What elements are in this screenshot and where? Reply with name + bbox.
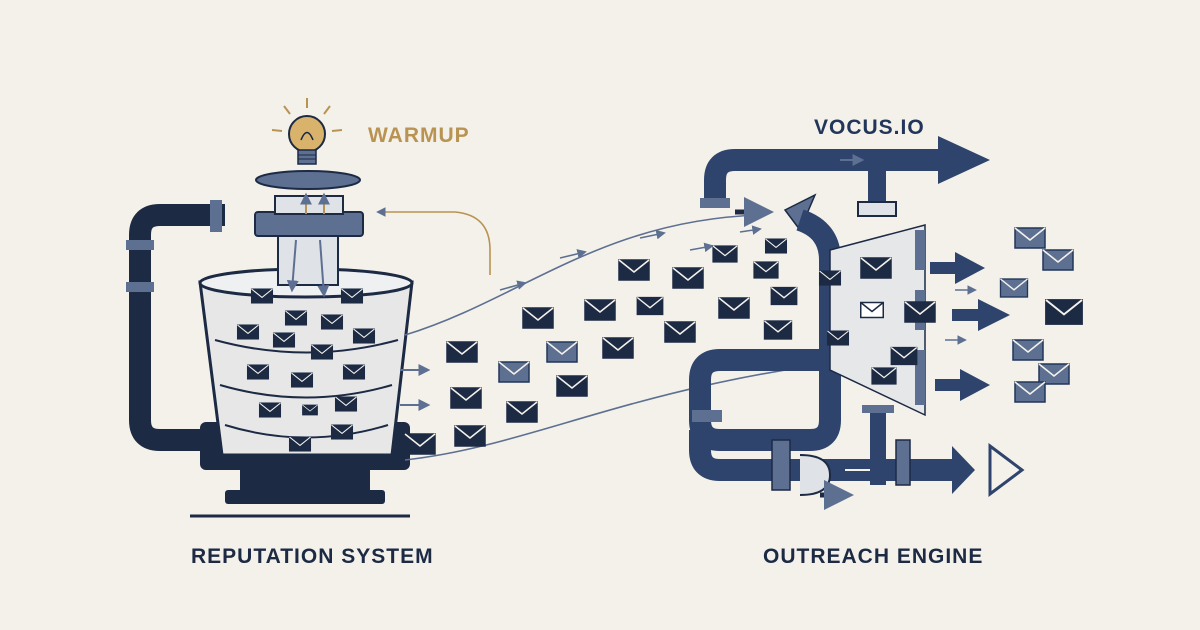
warmup-label: WARMUP	[368, 124, 470, 147]
lightbulb-icon	[271, 98, 343, 165]
reputation-system-machine	[126, 170, 414, 518]
feedback-loop-arrow	[376, 207, 491, 275]
outreach-engine-machine	[689, 136, 1083, 510]
reputation-system-caption: REPUTATION SYSTEM	[191, 545, 434, 568]
outreach-engine-caption: OUTREACH ENGINE	[763, 545, 984, 568]
brand-label: VOCUS.IO	[814, 116, 925, 139]
